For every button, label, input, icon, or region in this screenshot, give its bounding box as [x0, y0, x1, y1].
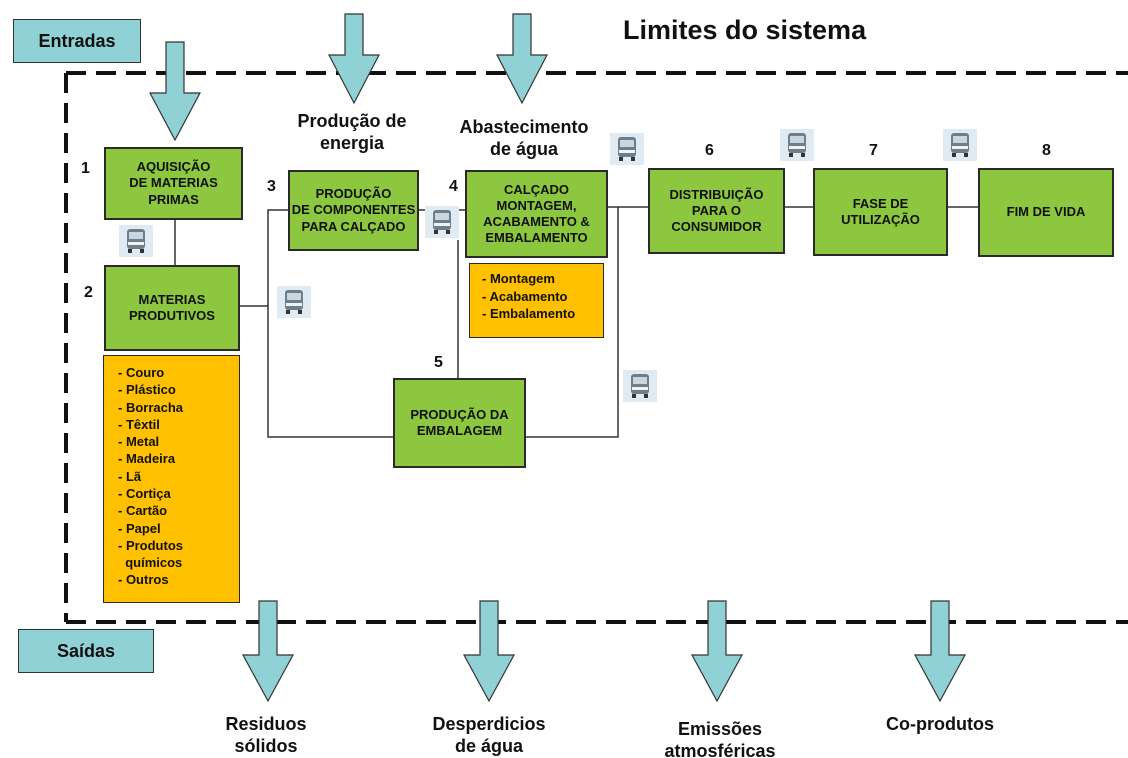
arrow-input-water [496, 13, 548, 105]
arrow-output-coproducts [913, 600, 967, 703]
materials-list-item: - Têxtil [118, 416, 160, 432]
step-number-4: 4 [449, 178, 458, 195]
truck-icon [425, 206, 459, 238]
assembly-list-box: - Montagem - Acabamento - Embalamento [469, 263, 604, 338]
input-arrows [149, 13, 548, 142]
truck-icon [780, 129, 814, 161]
materials-list-item: - Plástico [118, 382, 176, 398]
arrow-input-energy [328, 13, 380, 105]
step-number-1: 1 [81, 160, 90, 177]
outputs-label: Saídas [18, 629, 154, 673]
materials-list-item: - Cortiça [118, 485, 171, 501]
materials-list-item: - Borracha [118, 399, 184, 415]
materials-list-item: - Madeira [118, 451, 176, 467]
arrow-output-solid-waste [241, 600, 295, 703]
arrow-output-emissions [690, 600, 744, 703]
truck-icon [610, 133, 644, 165]
materials-list-item: - Cartão [118, 503, 168, 519]
step-number-2: 2 [84, 284, 93, 301]
materials-list-item: - Metal [118, 434, 160, 450]
materials-list-item: químicos [118, 555, 183, 571]
inputs-label: Entradas [13, 19, 141, 63]
step-number-7: 7 [869, 142, 878, 159]
materials-list-item: - Papel [118, 520, 161, 536]
materials-list-item: - Outros [118, 572, 169, 588]
materials-list-item: - Lã [118, 468, 142, 484]
output-arrows [241, 600, 967, 703]
system-boundary [64, 71, 1128, 624]
materials-list-item: - Couro [118, 365, 165, 380]
truck-icon [943, 129, 977, 161]
truck-icon [119, 225, 153, 257]
diagram-title: Limites do sistema [623, 15, 867, 45]
materials-list-item: - Produtos [118, 537, 183, 553]
step-number-8: 8 [1042, 142, 1051, 159]
process-box-end-of-life: FIM DE VIDA [978, 168, 1114, 257]
step-number-6: 6 [705, 142, 714, 159]
truck-icon [623, 370, 657, 402]
materials-list-box: - Couro - Plástico - Borracha - Têxtil -… [103, 355, 240, 603]
assembly-list-item: - Embalamento [482, 306, 576, 322]
assembly-list-item: - Acabamento [482, 288, 568, 304]
truck-icon [277, 286, 311, 318]
step-number-3: 3 [267, 178, 276, 195]
output-coproducts: Co-produtos [886, 714, 994, 734]
step-number-5: 5 [434, 354, 443, 371]
arrow-input-materials [149, 41, 201, 142]
arrow-output-water-waste [462, 600, 516, 703]
assembly-list-item: - Montagem [482, 271, 555, 286]
